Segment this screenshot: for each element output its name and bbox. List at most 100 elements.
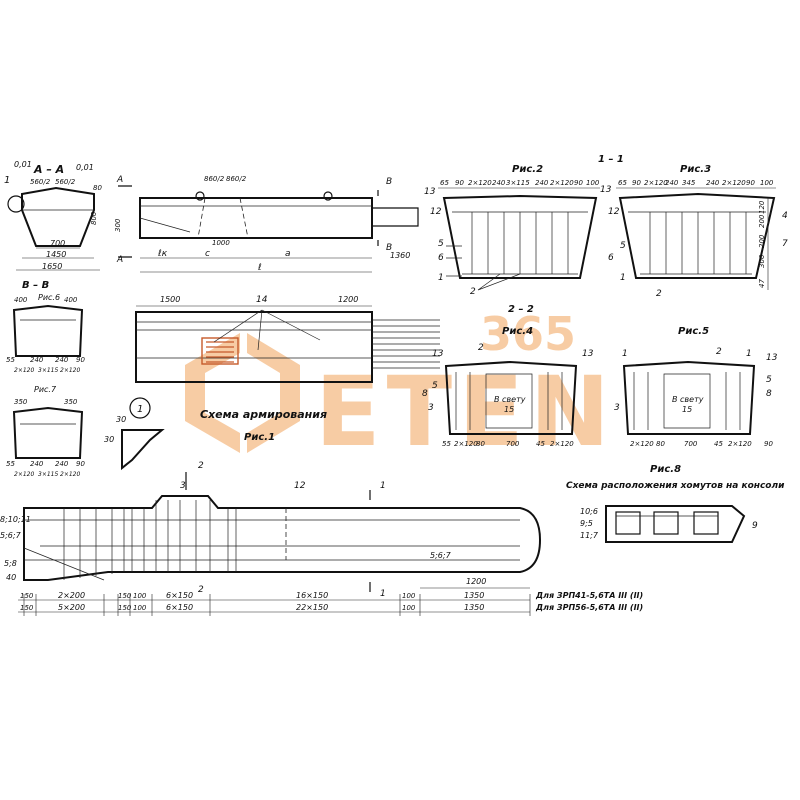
fig7-b6: 2×120 (60, 471, 80, 478)
fig3-right-0: 120 (758, 200, 766, 214)
callout-label: 1 (4, 175, 10, 186)
fig3-dim-4: 345 (682, 179, 696, 187)
fig7-b5: 3×115 (38, 471, 58, 478)
fig5: Рис.5 В свету 15 1 2 1 13 5 8 3 2×120 80… (614, 326, 778, 448)
fig4-title: Рис.4 (502, 326, 533, 337)
fig6-b3: 90 (76, 356, 85, 364)
fig2-dim-3: 240 (492, 179, 506, 187)
fig2-mark-5: 5 (438, 239, 444, 249)
plan-mark: 14 (256, 295, 268, 305)
fig7-top-left: 350 (14, 398, 28, 406)
watermark-logo-icon (185, 333, 300, 453)
fig3-title: Рис.3 (680, 164, 711, 175)
beam-left-5-6-7: 5;6;7 (0, 531, 22, 540)
fig3: 1 – 1 Рис.3 65 90 2×120 240 345 240 2×12… (598, 154, 788, 299)
fig3-dim-8: 100 (760, 179, 774, 187)
fig3-mark-6: 6 (608, 253, 614, 263)
beam-mark-3: 3 (180, 481, 186, 491)
callout-circle (7, 195, 25, 213)
fig5-b2: 700 (684, 440, 698, 448)
main-beam: 2 3 12 1 2 1 8;10;11 5;6;7 5;8 40 5;6;7 … (0, 461, 643, 616)
fig3-mark-2: 2 (656, 289, 662, 299)
fig7-title: Рис.7 (34, 385, 57, 394)
fig4-b5: 2×120 (550, 440, 574, 448)
beam-left-40: 40 (6, 573, 16, 582)
beam-right-dim: 1200 (466, 577, 486, 586)
fig2-dim-5: 240 (535, 179, 549, 187)
section-bb-fig6: В – В Рис.6 400 400 55 240 240 90 2×120 … (6, 280, 85, 374)
fig7-top-right: 350 (64, 398, 78, 406)
plan-left-dim: 1500 (160, 295, 180, 304)
fig3-dim-6: 2×120 (722, 179, 746, 187)
fig7: Рис.7 350 350 55 240 240 90 2×120 3×115 … (6, 385, 85, 478)
section-bb-title: В – В (22, 280, 49, 291)
beam-left-8-10-11: 8;10;11 (0, 515, 31, 524)
fig2-title: Рис.2 (512, 164, 543, 175)
marker-a-top: А (116, 175, 123, 185)
fig4-b2: 80 (476, 440, 485, 448)
fig4-b3: 700 (506, 440, 520, 448)
fig2-mark-1: 1 (438, 273, 444, 283)
beam-db-7: 1350 (464, 603, 484, 612)
elev-top-dim-left: 860/2 (204, 175, 225, 183)
beam-dt-1: 2×200 (58, 591, 85, 600)
plan-caption: Схема армирования (200, 408, 327, 421)
marker-b-bottom: В (386, 243, 392, 253)
elev-mid-dim: 1000 (212, 239, 230, 247)
elevation-view: А А В В 860/2 860/2 300 1000 ℓк с а ℓ 13… (114, 175, 419, 273)
beam-dt-3: 100 (133, 592, 147, 600)
beam-dt-5: 16×150 (296, 591, 328, 600)
elev-right-dim: 1360 (390, 251, 410, 260)
top-height: 80 (93, 184, 102, 192)
fig1-title: Рис.1 (244, 432, 275, 443)
beam-right-5-6-7: 5;6;7 (430, 551, 452, 560)
fig7-b4: 2×120 (14, 471, 34, 478)
beam-left-5-8: 5;8 (4, 559, 17, 568)
fig6-b6: 2×120 (60, 367, 80, 374)
fig5-inner-value: 15 (682, 405, 692, 414)
beam-mark-1-bottom: 1 (380, 589, 386, 599)
height-dim: 800 (90, 211, 98, 225)
fig5-mark-1a: 1 (622, 349, 628, 359)
fig3-mark-1: 1 (620, 273, 626, 283)
beam-db-0: 150 (20, 604, 34, 612)
fig2-dim-6: 2×120 (550, 179, 574, 187)
beam-mark-12: 12 (294, 481, 306, 491)
beam-db-6: 100 (402, 604, 416, 612)
beam-db-5: 22×150 (296, 603, 328, 612)
fig2-mark-6: 6 (438, 253, 444, 263)
reinforcement-plan: 1500 14 1200 Схема армирования (135, 295, 440, 421)
fig5-mark-2: 2 (716, 347, 722, 357)
fig3-mark-4: 4 (782, 211, 788, 221)
fig3-dim-3: 240 (665, 179, 679, 187)
fig5-mark-1b: 1 (746, 349, 752, 359)
watermark: ETEN 365 (185, 307, 610, 468)
fig1-callout: 1 (137, 404, 143, 415)
fig4-mark-3: 3 (428, 403, 434, 413)
elev-top-dim-right: 860/2 (226, 175, 247, 183)
sec22-title: 2 – 2 (508, 304, 534, 315)
beam-dt-0: 150 (20, 592, 34, 600)
fig1-detail: 1 30 30 Рис.1 (104, 397, 275, 471)
label-a: а (285, 249, 291, 259)
fig2-dim-4: 3×115 (506, 179, 530, 187)
fig3-right-1: 200 (758, 214, 766, 228)
fig5-b0: 2×120 (630, 440, 654, 448)
fig8-mark-11-7: 11;7 (580, 531, 599, 540)
elev-left-h: 300 (114, 218, 122, 232)
slope-left: 0,01 (14, 160, 32, 169)
beam-dt-7: 1350 (464, 591, 484, 600)
fig4-b4: 45 (536, 440, 545, 448)
beam-dt-6: 100 (402, 592, 416, 600)
fig3-mark-5: 5 (620, 241, 626, 251)
fig6-top-left: 400 (14, 296, 28, 304)
fig4-inner-value: 15 (504, 405, 514, 414)
fig6-b4: 2×120 (14, 367, 34, 374)
total-dim: 1650 (42, 262, 62, 271)
fig1-callout-circle (129, 397, 151, 419)
fig4-mark-8: 8 (422, 389, 428, 399)
beam-note-bottom: Для ЗРП56-5,6ТА III (II) (535, 603, 643, 612)
fig6-top-right: 400 (64, 296, 78, 304)
fig2-mark-13: 13 (424, 187, 436, 197)
